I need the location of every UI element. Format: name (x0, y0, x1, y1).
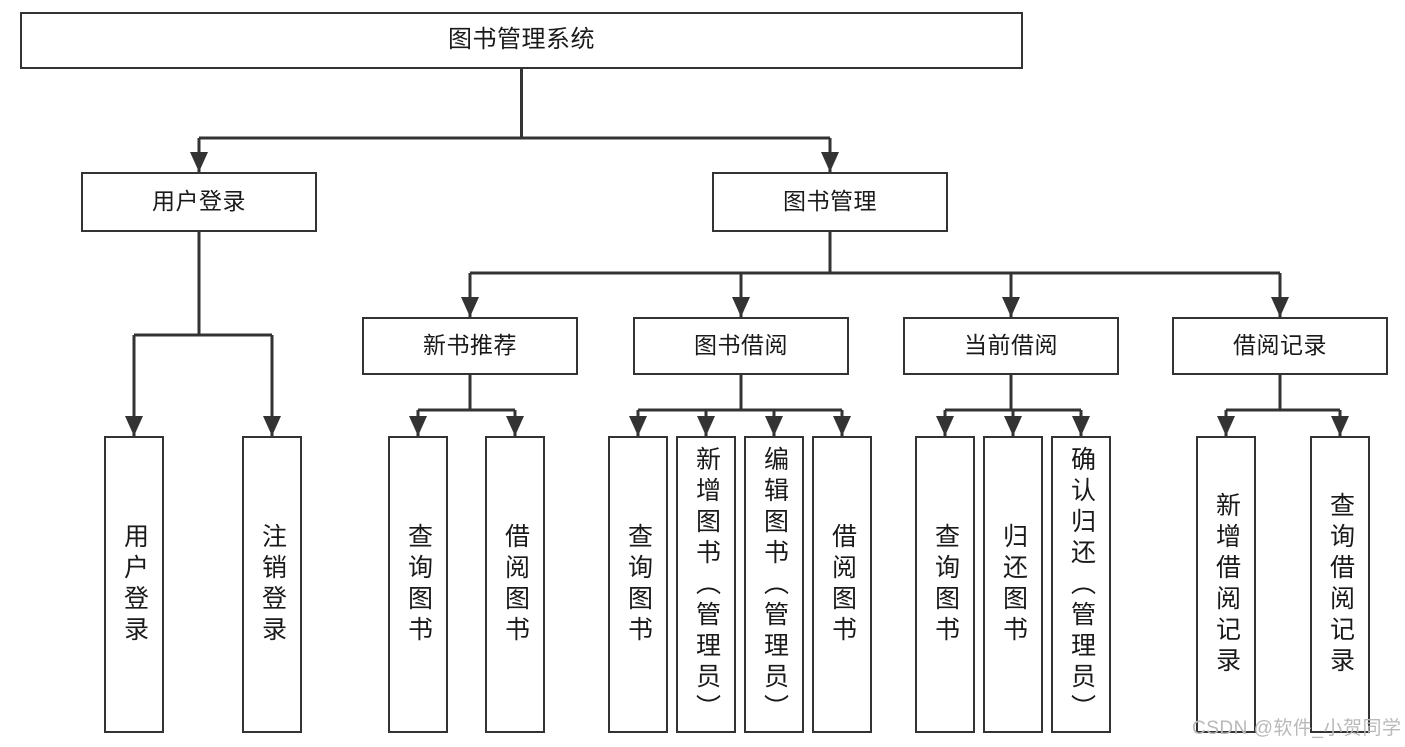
arrowhead-icon (629, 416, 647, 436)
arrowhead-icon (506, 416, 524, 436)
arrowhead-icon (461, 297, 479, 317)
node-label: 用户登录 (152, 188, 246, 215)
node-leaf-user-logout[interactable]: 注销登录 (242, 436, 302, 733)
node-bookmgmt[interactable]: 图书管理 (712, 172, 948, 232)
node-root[interactable]: 图书管理系统 (20, 12, 1023, 69)
node-label: 新增借阅记录 (1212, 491, 1241, 678)
arrowhead-icon (409, 416, 427, 436)
node-leaf-rec-add[interactable]: 新增借阅记录 (1196, 436, 1256, 733)
node-current[interactable]: 当前借阅 (903, 317, 1119, 375)
watermark: CSDN @软件_小贺同学 (1192, 718, 1402, 739)
node-label: 图书管理系统 (448, 26, 595, 54)
node-leaf-cur-return[interactable]: 归还图书 (983, 436, 1043, 733)
node-label: 查询借阅记录 (1326, 491, 1355, 678)
arrowhead-icon (765, 416, 783, 436)
arrowhead-icon (1002, 297, 1020, 317)
node-records[interactable]: 借阅记录 (1172, 317, 1388, 375)
node-leaf-bw-borrow[interactable]: 借阅图书 (812, 436, 872, 733)
arrowhead-icon (732, 297, 750, 317)
node-leaf-cur-query[interactable]: 查询图书 (915, 436, 975, 733)
arrowhead-icon (263, 416, 281, 436)
node-label: 图书借阅 (694, 332, 788, 359)
node-label: 图书管理 (783, 188, 877, 215)
node-leaf-bw-query[interactable]: 查询图书 (608, 436, 668, 733)
node-leaf-cur-confirm[interactable]: 确认归还（管理员） (1051, 436, 1111, 733)
node-label: 借阅记录 (1233, 332, 1327, 359)
node-label: 编辑图书（管理员） (760, 446, 789, 725)
arrowhead-icon (1004, 416, 1022, 436)
arrowhead-icon (833, 416, 851, 436)
node-login[interactable]: 用户登录 (81, 172, 317, 232)
arrowhead-icon (1217, 416, 1235, 436)
node-label: 确认归还（管理员） (1067, 446, 1096, 725)
arrowhead-icon (821, 152, 839, 172)
node-leaf-nb-borrow[interactable]: 借阅图书 (485, 436, 545, 733)
arrowhead-icon (125, 416, 143, 436)
node-label: 查询图书 (931, 522, 960, 647)
arrowhead-icon (697, 416, 715, 436)
arrowhead-icon (190, 152, 208, 172)
arrowhead-icon (1331, 416, 1349, 436)
node-leaf-bw-edit[interactable]: 编辑图书（管理员） (744, 436, 804, 733)
node-label: 查询图书 (404, 522, 433, 647)
node-borrow[interactable]: 图书借阅 (633, 317, 849, 375)
node-newbooks[interactable]: 新书推荐 (362, 317, 578, 375)
node-label: 注销登录 (258, 522, 287, 647)
arrowhead-icon (1072, 416, 1090, 436)
arrowhead-icon (936, 416, 954, 436)
arrowhead-icon (1271, 297, 1289, 317)
node-leaf-rec-query[interactable]: 查询借阅记录 (1310, 436, 1370, 733)
node-leaf-user-login[interactable]: 用户登录 (104, 436, 164, 733)
node-label: 新书推荐 (423, 332, 517, 359)
node-label: 当前借阅 (964, 332, 1058, 359)
node-label: 归还图书 (999, 522, 1028, 647)
node-label: 借阅图书 (828, 522, 857, 647)
node-leaf-nb-query[interactable]: 查询图书 (388, 436, 448, 733)
node-leaf-bw-add[interactable]: 新增图书（管理员） (676, 436, 736, 733)
node-label: 新增图书（管理员） (692, 446, 721, 725)
node-label: 借阅图书 (501, 522, 530, 647)
node-label: 查询图书 (624, 522, 653, 647)
node-label: 用户登录 (120, 522, 149, 647)
